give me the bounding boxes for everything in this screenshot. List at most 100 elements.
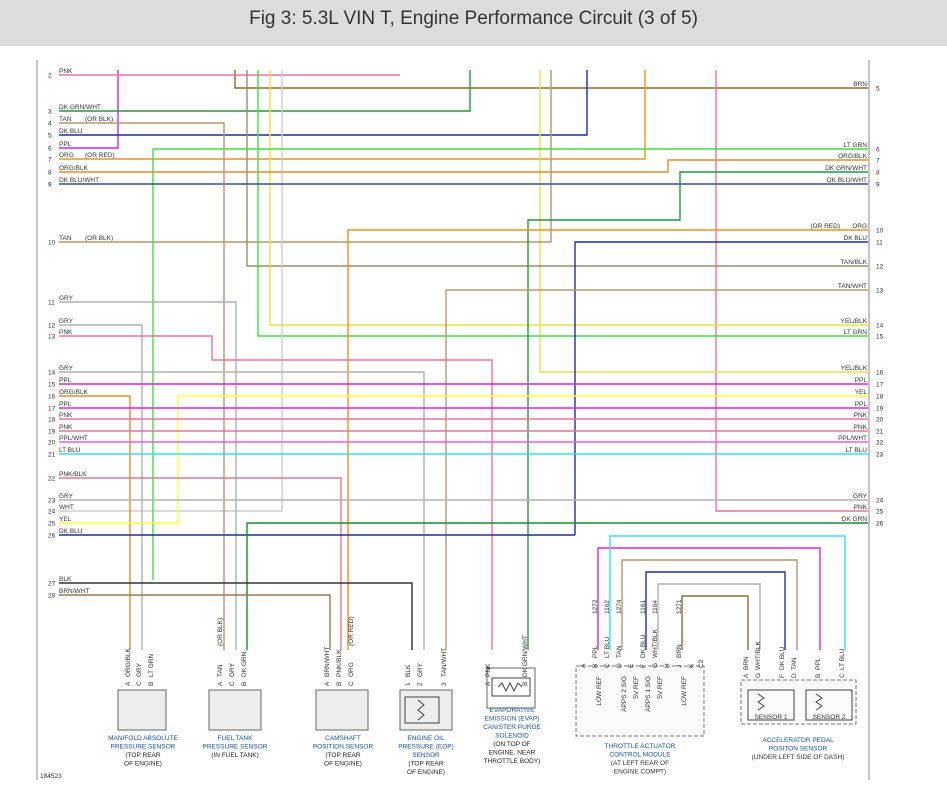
left-wire-label: BRN/WHT	[59, 588, 89, 595]
right-wire-note: (OR RED)	[810, 223, 840, 230]
left-wire-label: GRY	[59, 318, 74, 325]
app-pin-wire: LT BLU	[839, 648, 846, 670]
left-wire-label: BLK	[59, 576, 72, 583]
sensor-1-label: SENSOR 1	[755, 714, 788, 721]
pin-letter: 2	[417, 682, 424, 686]
tac-pin-wire: DK BLU	[640, 634, 647, 658]
tac-internal-label: LOW REF	[596, 676, 603, 706]
tac-pin-letter: C	[604, 663, 611, 668]
right-wire-label: PNK	[854, 412, 868, 419]
left-wire-label: LT BLU	[59, 447, 81, 454]
wire-trace	[59, 371, 425, 650]
left-wire-note: (OR BLK)	[85, 235, 113, 242]
wire-trace	[59, 70, 471, 112]
right-pin-number: 24	[876, 498, 884, 505]
component-name: FUEL TANK	[218, 735, 254, 742]
left-wire-label: ORG/BLK	[59, 389, 89, 396]
right-wire-label: YEL/BLK	[841, 318, 868, 325]
component-location: (TOP REAR	[125, 752, 160, 759]
left-wire-label: PNK	[59, 424, 73, 431]
component-name: ACCELERATOR PEDAL	[762, 737, 834, 744]
left-wire-label: PNK	[59, 412, 73, 419]
resistor-symbol	[815, 693, 823, 711]
left-pin-number: 8	[48, 170, 52, 177]
right-wire-label: LT GRN	[844, 329, 868, 336]
pin-wire-label: BLK	[405, 664, 412, 677]
component-location: (ON TOP OF	[493, 741, 531, 748]
sensor-2-label: SENSOR 2	[813, 714, 846, 721]
left-wire-label: TAN	[59, 116, 72, 123]
right-pin-number: 25	[876, 509, 884, 516]
pin-wire-label: GRY	[417, 662, 424, 677]
component-location: OF ENGINE)	[407, 769, 445, 776]
pin-letter: B	[148, 682, 155, 686]
wire-traces	[36, 60, 870, 780]
left-wire-label: PPL/WHT	[59, 435, 88, 442]
right-pin-number: 22	[876, 440, 884, 447]
left-wire-label: TAN	[59, 235, 72, 242]
component-name: POSITION SENSOR	[313, 744, 374, 751]
component-body	[399, 689, 453, 731]
component-name: PRESSURE SENSOR	[110, 744, 175, 751]
left-wire-note: (OR BLK)	[85, 116, 113, 123]
wire-trace	[609, 535, 846, 650]
pin-wire-label: BRN/WHT	[324, 647, 331, 677]
component-name: EVAPORATIVE	[490, 707, 536, 714]
app-pin-wire: TAN	[791, 657, 798, 670]
left-wire-label: PPL	[59, 377, 72, 384]
pin-wire-label: PNK/BLK	[336, 649, 343, 677]
left-wire-label: WHT	[59, 504, 74, 511]
resistor-symbol	[417, 699, 425, 721]
component-location: ENGINE, NEAR	[489, 750, 536, 757]
tac-circuit-number: 1162	[604, 600, 611, 614]
left-pin-number: 27	[48, 581, 56, 588]
app-pin-wire: PPL	[815, 657, 822, 670]
tac-pin-wire: PPL	[592, 645, 599, 658]
app-pin-wire: BRN	[743, 656, 750, 670]
wire-trace	[234, 70, 868, 89]
right-wire-label: LT BLU	[846, 447, 868, 454]
pin-wire-label: TAN/WHT	[441, 648, 448, 677]
pin-letter: B	[336, 682, 343, 686]
pin-letter: A	[324, 681, 331, 686]
right-wire-label: ORG	[852, 223, 867, 230]
tac-circuit-number: 1164	[652, 600, 659, 614]
left-wire-label: GRY	[59, 493, 74, 500]
wire-trace	[681, 595, 749, 650]
left-wire-label: GRY	[59, 295, 74, 302]
app-pin-wire: WHT/BLK	[755, 640, 762, 670]
tac-pin-wire: BRN	[676, 644, 683, 658]
wire-trace	[257, 70, 868, 337]
left-wire-label: PNK	[59, 329, 73, 336]
app-pin-letter: G	[755, 673, 762, 678]
left-pin-number: 23	[48, 498, 56, 505]
left-pin-number: 14	[48, 370, 56, 377]
solenoid-coil-icon	[497, 681, 523, 693]
left-wire-label: YEL	[59, 516, 72, 523]
right-pin-number: 10	[876, 228, 884, 235]
component-location: (TOP REAR	[325, 752, 360, 759]
left-pin-number: 10	[48, 240, 56, 247]
wire-trace	[59, 335, 493, 650]
component-body	[117, 689, 167, 731]
left-pin-number: 18	[48, 417, 56, 424]
right-pin-number: 12	[876, 264, 884, 271]
tac-pin-letter: J	[676, 665, 683, 668]
right-wire-label: DK GRN/WHT	[825, 165, 867, 172]
wire-trace	[59, 477, 342, 650]
right-wire-label: PPL	[855, 401, 868, 408]
pin-letter: C	[348, 681, 355, 686]
left-pin-number: 7	[48, 157, 52, 164]
component-body	[315, 689, 369, 731]
component-location: (IN FUEL TANK)	[211, 752, 259, 759]
figure-id: 184523	[40, 773, 62, 780]
tac-pin-letter: G	[652, 663, 659, 668]
wire-trace	[445, 289, 868, 650]
tac-pin-letter: E	[628, 663, 635, 668]
tac-pin-letter: B	[592, 664, 599, 668]
